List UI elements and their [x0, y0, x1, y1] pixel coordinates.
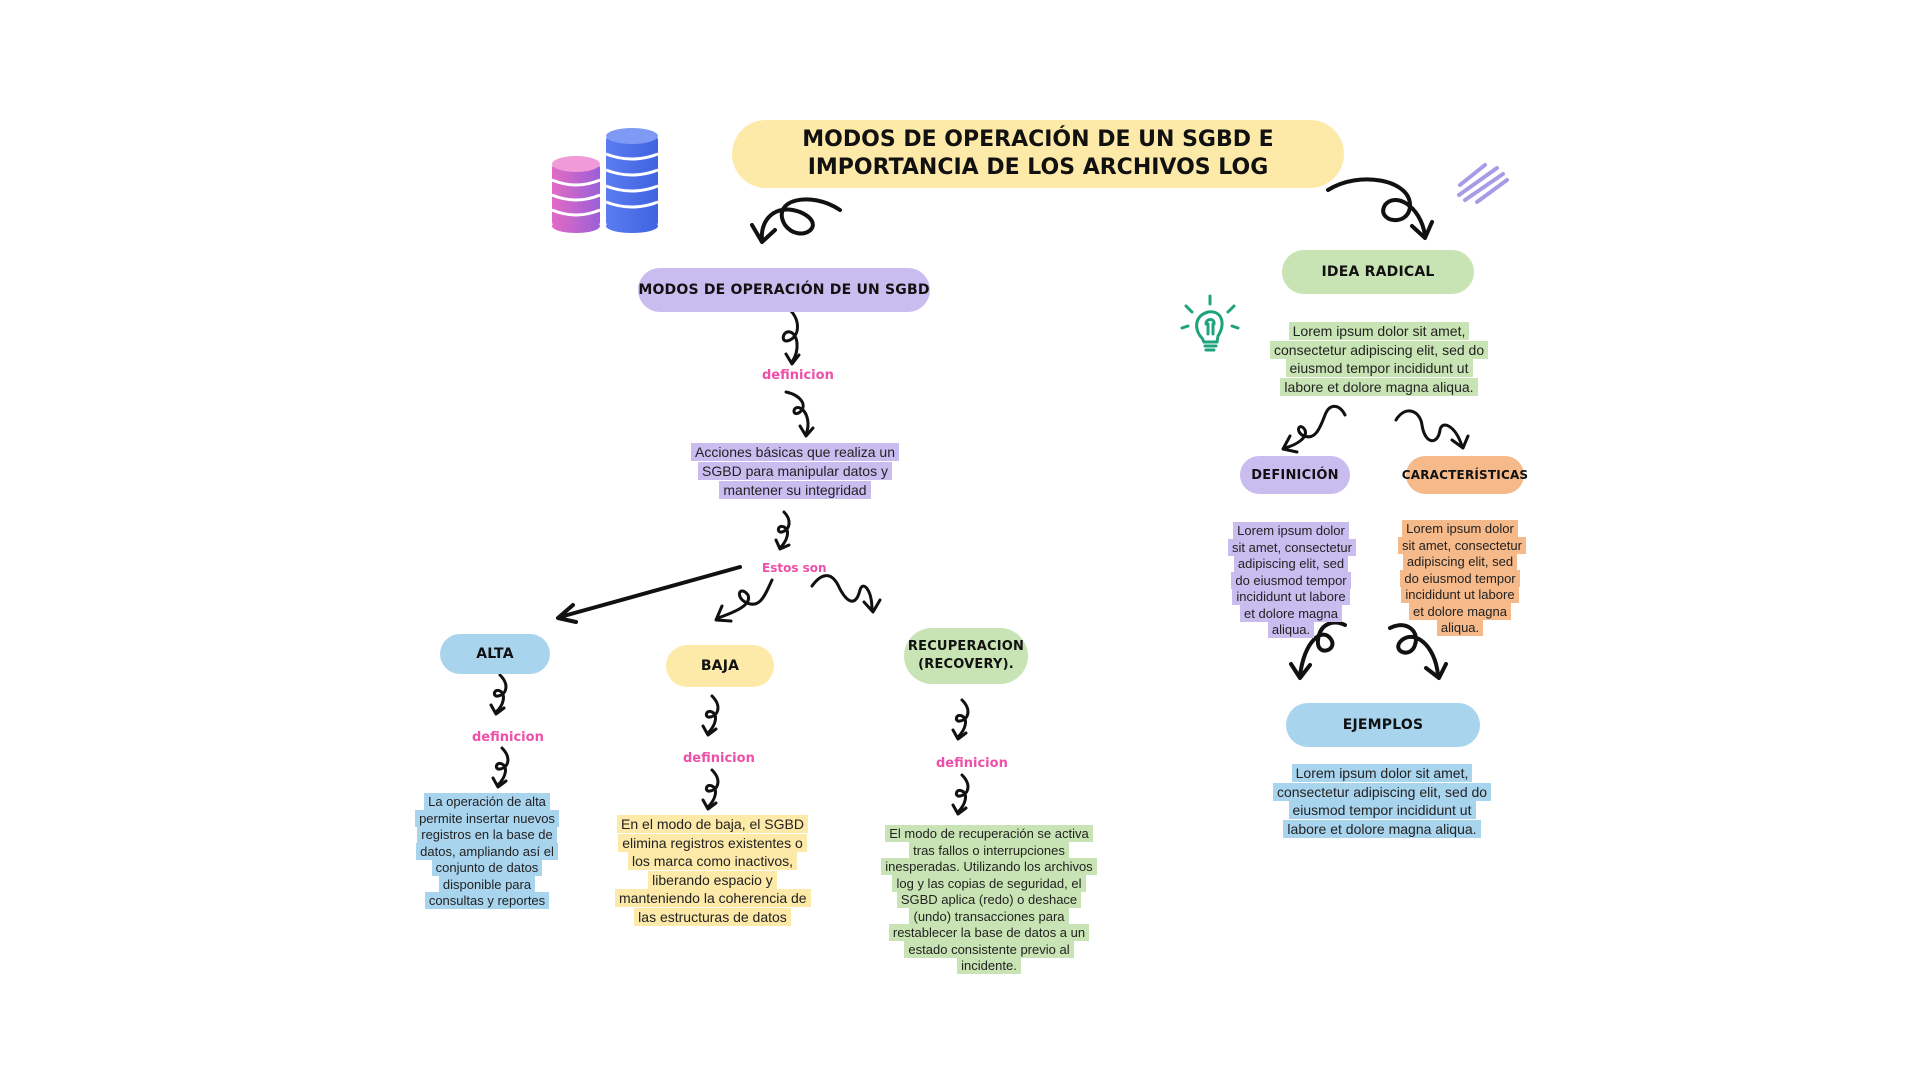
recuperacion-heading: RECUPERACION (RECOVERY).: [904, 628, 1028, 684]
arrow-alta-2: [494, 746, 510, 787]
arrowhead: [714, 604, 733, 623]
arrow-alta-1: [492, 673, 508, 714]
arrowhead: [489, 703, 506, 716]
baja-text: En el modo de baja, el SGBD elimina regi…: [615, 815, 811, 926]
arrow-def-to-estos: [776, 510, 791, 550]
arrowhead: [1289, 662, 1312, 680]
idea-radical-heading: IDEA RADICAL: [1282, 250, 1474, 294]
arrowhead: [1410, 220, 1434, 240]
caracteristicas-heading: CARACTERÍSTICAS: [1402, 456, 1528, 494]
caracteristicas-text: Lorem ipsum dolor sit amet, consectetur …: [1398, 520, 1526, 637]
arrowhead: [784, 352, 801, 366]
baja-heading: BAJA: [666, 645, 774, 687]
arrow-to-alta: [558, 565, 742, 619]
idea-intro-text: Lorem ipsum dolor sit amet, consectetur …: [1270, 322, 1489, 396]
scribble-icon: [1457, 163, 1509, 204]
alta-text: La operación de alta permite insertar nu…: [412, 793, 562, 910]
main-title: MODOS DE OPERACIÓN DE UN SGBD E IMPORTAN…: [732, 120, 1344, 188]
ejemplos-text: Lorem ipsum dolor sit amet, consectetur …: [1270, 764, 1494, 838]
arrow-title-to-idea: [1326, 177, 1427, 237]
arrowhead: [750, 223, 777, 244]
baja-label-definicion: definicion: [683, 751, 755, 766]
arrowhead: [862, 598, 882, 614]
arrowhead: [1450, 434, 1470, 450]
arrowhead: [1281, 434, 1299, 454]
alta-label-definicion: definicion: [472, 730, 544, 745]
database-icon: [551, 128, 659, 233]
arrow-rec-2: [954, 773, 970, 814]
ejemplos-heading: EJEMPLOS: [1286, 703, 1480, 747]
arrowhead: [701, 724, 718, 737]
definition-text: Acciones básicas que realiza un SGBD par…: [680, 443, 910, 500]
arrowhead: [1424, 662, 1448, 680]
recuperacion-label-definicion: definicion: [936, 756, 1008, 771]
definicion-heading: DEFINICIÓN: [1240, 456, 1350, 494]
arrow-baja-2: [704, 768, 720, 809]
recuperacion-text: El modo de recuperación se activa tras f…: [880, 825, 1098, 975]
arrow-to-recuperacion: [810, 574, 874, 612]
arrowhead: [951, 803, 968, 816]
definicion-text: Lorem ipsum dolor sit amet, consectetur …: [1228, 522, 1356, 639]
arrow-modos-to-label: [781, 308, 799, 364]
arrow-idea-to-definicion: [1283, 404, 1347, 450]
arrow-title-to-modos: [759, 197, 842, 242]
arrow-rec-1: [954, 698, 970, 739]
arrowhead: [798, 424, 815, 438]
arrow-idea-to-caracteristicas: [1394, 409, 1464, 448]
arrow-to-baja: [716, 578, 774, 620]
arrow-label-to-def: [784, 390, 810, 436]
alta-heading: ALTA: [440, 634, 550, 674]
arrowhead: [774, 538, 791, 551]
arrowhead: [556, 603, 578, 624]
arrowhead: [951, 728, 968, 741]
lightbulb-icon: [1180, 294, 1240, 352]
label-definicion: definicion: [762, 368, 834, 383]
label-estos-son: Estos son: [762, 561, 827, 575]
arrowhead: [491, 776, 508, 789]
arrowhead: [701, 798, 718, 811]
modos-heading: MODOS DE OPERACIÓN DE UN SGBD: [638, 268, 930, 312]
arrow-baja-1: [704, 694, 720, 735]
